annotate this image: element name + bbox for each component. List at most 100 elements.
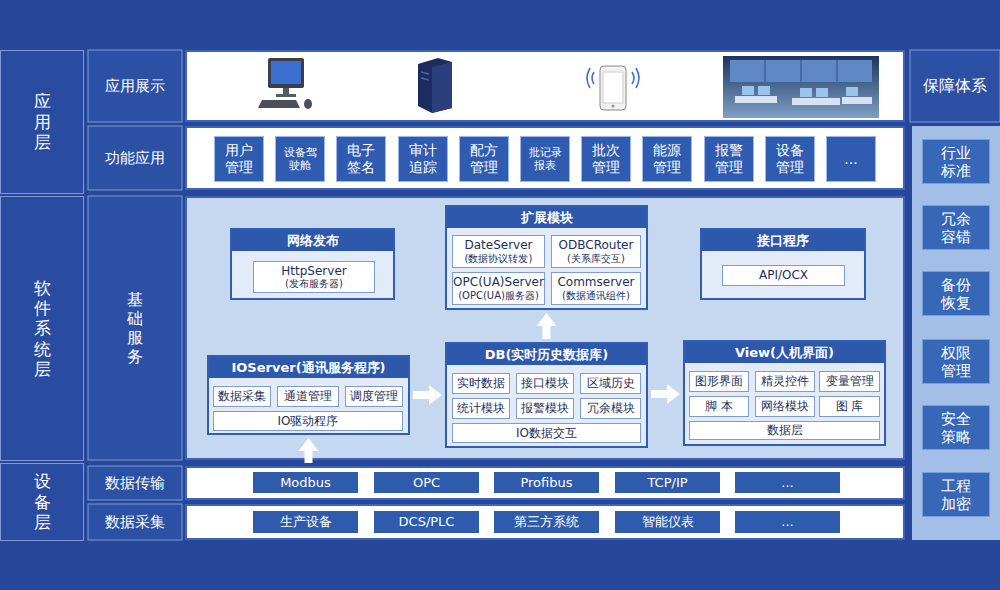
module-item: 精灵控件: [755, 371, 815, 392]
module-item: 报警模块: [516, 398, 574, 419]
module-label: 接口模块: [521, 376, 569, 390]
module-label: 图形界面: [695, 374, 743, 388]
module-item: HttpServer(发布服务器): [253, 261, 375, 293]
function-label: 配方管理: [469, 142, 500, 176]
module-item: 冗余模块: [580, 398, 641, 419]
module-title: View(人机界面): [685, 342, 884, 363]
protocol-label: 第三方系统: [514, 514, 579, 530]
protocol-label: ...: [781, 475, 793, 491]
module-title: 接口程序: [702, 230, 864, 251]
function-box: 设备管理: [765, 136, 815, 182]
module-title: 扩展模块: [447, 207, 646, 228]
row-label-cell: [88, 466, 182, 500]
module-label: (发布服务器): [285, 278, 343, 290]
module-title: IOServer(通讯服务程序): [209, 357, 408, 378]
function-label: 审计追踪: [408, 142, 439, 176]
module-item: 实时数据: [452, 373, 510, 394]
module-label: (关系库交互): [567, 253, 625, 265]
function-box: ...: [826, 136, 876, 182]
module-label: 统计模块: [457, 401, 505, 415]
module-item: IO驱动程序: [213, 411, 403, 431]
module-label: ODBCRouter: [559, 238, 634, 252]
module-panel: 接口程序API/OCX: [700, 228, 866, 300]
function-label: 报警管理: [714, 142, 745, 176]
guarantee-panel: 保障体系行业标准冗余容错备份恢复权限管理安全策略工程加密: [912, 126, 1000, 540]
protocol-box: 智能仪表: [615, 511, 720, 533]
protocol-box: ...: [735, 472, 840, 493]
module-label: 网络模块: [761, 399, 809, 413]
module-title: DB(实时历史数据库): [447, 344, 646, 365]
guarantee-box: 冗余容错: [922, 205, 990, 250]
module-label: 实时数据: [457, 376, 505, 390]
row-label-cell: [88, 126, 182, 190]
layer-label: 软件系统层: [0, 196, 84, 461]
module-label: (OPC(UA)服务器): [458, 290, 539, 302]
module-item: 统计模块: [452, 398, 510, 419]
guarantee-box: 工程加密: [922, 472, 990, 517]
function-box: 批记录报表: [520, 136, 570, 182]
protocol-label: 智能仪表: [642, 514, 694, 530]
module-label: 报警模块: [521, 401, 569, 415]
module-label: 数据层: [767, 423, 803, 437]
protocol-label: 生产设备: [280, 514, 332, 530]
protocol-label: DCS/PLC: [399, 514, 455, 530]
protocol-label: Profibus: [520, 475, 572, 491]
row-label-cell: [88, 196, 182, 460]
module-label: OPC(UA)Server: [453, 275, 544, 289]
column-title: 保障体系: [910, 50, 1000, 122]
layer-label: 设备层: [0, 463, 84, 541]
function-box: 设备驾驶舱: [275, 136, 325, 182]
module-item: 接口模块: [516, 373, 574, 394]
protocol-box: TCP/IP: [615, 472, 720, 493]
module-item: ODBCRouter(关系库交互): [551, 235, 641, 268]
function-box: 批次管理: [581, 136, 631, 182]
module-label: 图 库: [836, 399, 864, 413]
module-title: 网络发布: [232, 230, 393, 251]
function-label: 批记录报表: [527, 146, 562, 172]
module-label: HttpServer: [281, 264, 346, 278]
module-item: 脚 本: [689, 396, 749, 417]
module-label: DateServer: [464, 238, 532, 252]
module-panel: DB(实时历史数据库)实时数据接口模块区域历史统计模块报警模块冗余模块IO数据交…: [445, 342, 648, 448]
guarantee-label: 冗余容错: [940, 210, 973, 246]
protocol-label: ...: [781, 514, 793, 530]
row-title: 功能应用: [88, 126, 182, 190]
guarantee-box: 行业标准: [922, 139, 990, 184]
module-item: 图 库: [819, 396, 880, 417]
protocol-box: 生产设备: [253, 511, 358, 533]
module-item: 网络模块: [755, 396, 815, 417]
module-item: 调度管理: [345, 386, 403, 407]
protocol-box: 第三方系统: [494, 511, 599, 533]
function-box: 用户管理: [214, 136, 264, 182]
protocol-label: Modbus: [280, 475, 331, 491]
module-panel: View(人机界面) 图形界面精灵控件变量管理脚 本 网络模块 图 库数据层: [683, 340, 886, 446]
row-title: 基础服务: [126, 196, 144, 460]
module-label: 脚 本: [705, 399, 733, 413]
layer-title: 设备层: [33, 471, 52, 532]
layer-band: 功能应用用户管理设备驾驶舱电子签名审计追踪配方管理批记录报表批次管理能源管理报警…: [185, 126, 905, 190]
protocol-box: DCS/PLC: [374, 511, 479, 533]
guarantee-label: 权限管理: [940, 344, 973, 380]
module-label: 通道管理: [284, 389, 332, 403]
function-box: 电子签名: [336, 136, 386, 182]
guarantee-label: 工程加密: [940, 477, 973, 513]
function-label: 能源管理: [652, 142, 683, 176]
function-label: ...: [844, 151, 857, 168]
module-label: 变量管理: [826, 374, 874, 388]
module-item: 区域历史: [580, 373, 641, 394]
guarantee-box: 备份恢复: [922, 271, 990, 316]
service-area: 基础服务网络发布HttpServer(发布服务器)扩展模块DateServer(…: [185, 196, 905, 460]
module-label: IO驱动程序: [278, 414, 339, 428]
module-label: (数据通讯组件): [562, 290, 630, 302]
module-label: 调度管理: [350, 389, 398, 403]
protocol-box: ...: [735, 511, 840, 533]
function-label: 用户管理: [224, 142, 255, 176]
row-title: 数据采集: [88, 504, 182, 540]
column-header-cell: [910, 50, 1000, 122]
row-label-cell: [88, 504, 182, 540]
module-panel: 网络发布 HttpServer(发布服务器): [230, 228, 395, 300]
guarantee-box: 权限管理: [922, 339, 990, 384]
function-box: 审计追踪: [398, 136, 448, 182]
module-label: 冗余模块: [587, 401, 635, 415]
